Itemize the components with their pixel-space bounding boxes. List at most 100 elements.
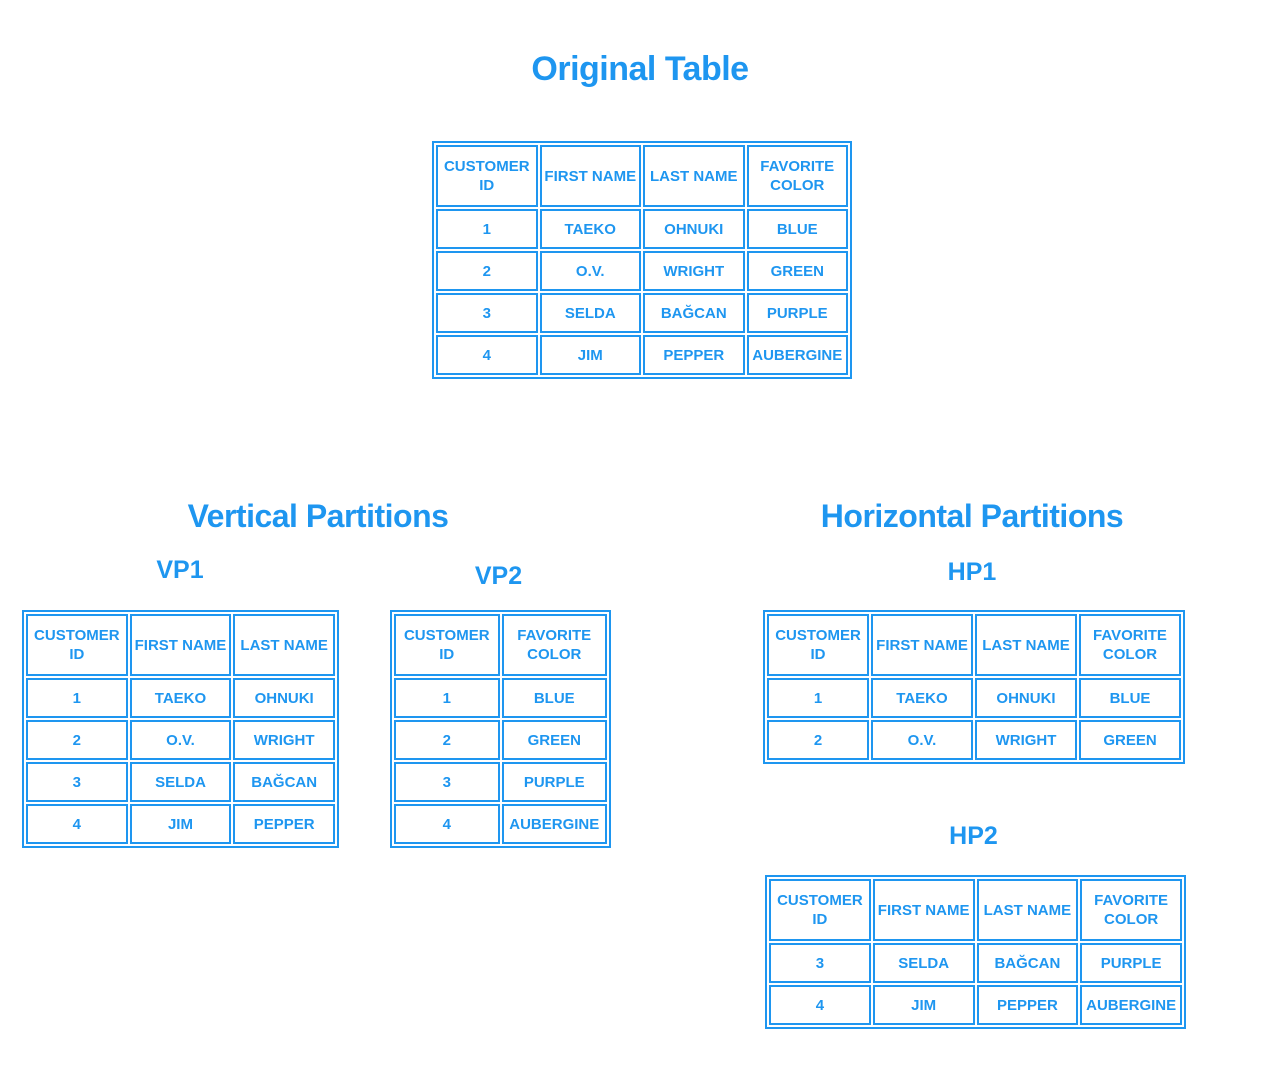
table-row: 1 BLUE (394, 678, 607, 718)
table-cell: PEPPER (976, 985, 1079, 1025)
table-cell: OHNUKI (975, 678, 1077, 718)
header-cell-customer-id: CUSTOMER ID (767, 614, 869, 676)
table-cell: GREEN (746, 251, 848, 291)
table-cell: 3 (26, 762, 128, 802)
hp1-label: HP1 (947, 558, 997, 586)
table-header-row: CUSTOMER ID FIRST NAME LAST NAME FAVORIT… (769, 879, 1182, 941)
table-cell: PURPLE (1080, 943, 1182, 983)
header-cell-customer-id: CUSTOMER ID (436, 145, 538, 207)
table-row: 2 O.V. WRIGHT GREEN (436, 251, 848, 291)
table-cell: O.V. (539, 251, 641, 291)
table-header-row: CUSTOMER ID FIRST NAME LAST NAME FAVORIT… (767, 614, 1181, 676)
table-row: 2 O.V. WRIGHT GREEN (767, 720, 1181, 760)
table-cell: PURPLE (501, 762, 607, 802)
table-cell: BAĞCAN (643, 293, 745, 333)
header-cell-customer-id: CUSTOMER ID (769, 879, 871, 941)
table-row: 4 JIM PEPPER (26, 804, 335, 844)
table-cell: 4 (26, 804, 128, 844)
header-cell-favorite-color: FAVORITE COLOR (1080, 879, 1182, 941)
table-cell: BLUE (501, 678, 607, 718)
header-cell-first-name: FIRST NAME (871, 614, 973, 676)
table-cell: PEPPER (643, 335, 745, 375)
table-cell: BLUE (746, 209, 848, 249)
table-cell: 1 (767, 678, 869, 718)
table-cell: JIM (129, 804, 232, 844)
table-cell: GREEN (501, 720, 607, 760)
table-cell: WRIGHT (975, 720, 1077, 760)
table-cell: BLUE (1079, 678, 1181, 718)
table-cell: SELDA (872, 943, 975, 983)
header-cell-last-name: LAST NAME (643, 145, 745, 207)
table-cell: 1 (394, 678, 500, 718)
table-cell: O.V. (129, 720, 232, 760)
header-cell-favorite-color: FAVORITE COLOR (501, 614, 607, 676)
header-cell-last-name: LAST NAME (976, 879, 1079, 941)
header-cell-customer-id: CUSTOMER ID (26, 614, 128, 676)
table-cell: 1 (26, 678, 128, 718)
vp1-label: VP1 (156, 556, 204, 584)
table-cell: SELDA (129, 762, 232, 802)
table-cell: OHNUKI (643, 209, 745, 249)
table-cell: PURPLE (746, 293, 848, 333)
vp2-table: CUSTOMER ID FAVORITE COLOR 1 BLUE 2 GREE… (390, 610, 611, 848)
table-cell: JIM (872, 985, 975, 1025)
original-table-title: Original Table (531, 50, 749, 88)
horizontal-partitions-title: Horizontal Partitions (820, 498, 1124, 534)
table-row: 3 PURPLE (394, 762, 607, 802)
table-row: 2 GREEN (394, 720, 607, 760)
header-cell-customer-id: CUSTOMER ID (394, 614, 500, 676)
table-row: 4 JIM PEPPER AUBERGINE (436, 335, 848, 375)
table-cell: 3 (436, 293, 538, 333)
header-cell-last-name: LAST NAME (233, 614, 335, 676)
table-cell: 2 (394, 720, 500, 760)
table-cell: 2 (26, 720, 128, 760)
table-row: 1 TAEKO OHNUKI (26, 678, 335, 718)
table-header-row: CUSTOMER ID FAVORITE COLOR (394, 614, 607, 676)
table-row: 3 SELDA BAĞCAN (26, 762, 335, 802)
table-cell: TAEKO (129, 678, 232, 718)
table-cell: AUBERGINE (746, 335, 848, 375)
table-cell: 2 (767, 720, 869, 760)
header-cell-last-name: LAST NAME (975, 614, 1077, 676)
header-cell-favorite-color: FAVORITE COLOR (746, 145, 848, 207)
table-cell: WRIGHT (643, 251, 745, 291)
table-cell: SELDA (539, 293, 641, 333)
table-cell: 1 (436, 209, 538, 249)
table-header-row: CUSTOMER ID FIRST NAME LAST NAME FAVORIT… (436, 145, 848, 207)
table-cell: TAEKO (871, 678, 973, 718)
hp2-label: HP2 (949, 822, 998, 850)
table-row: 4 AUBERGINE (394, 804, 607, 844)
table-row: 1 TAEKO OHNUKI BLUE (436, 209, 848, 249)
table-cell: BAĞCAN (233, 762, 335, 802)
table-cell: 2 (436, 251, 538, 291)
table-cell: OHNUKI (233, 678, 335, 718)
table-cell: 3 (769, 943, 871, 983)
vertical-partitions-title: Vertical Partitions (187, 498, 449, 534)
table-cell: 4 (769, 985, 871, 1025)
table-cell: PEPPER (233, 804, 335, 844)
table-row: 3 SELDA BAĞCAN PURPLE (436, 293, 848, 333)
vp1-table: CUSTOMER ID FIRST NAME LAST NAME 1 TAEKO… (22, 610, 339, 848)
table-cell: JIM (539, 335, 641, 375)
table-cell: 4 (436, 335, 538, 375)
table-row: 2 O.V. WRIGHT (26, 720, 335, 760)
table-row: 4 JIM PEPPER AUBERGINE (769, 985, 1182, 1025)
hp2-table: CUSTOMER ID FIRST NAME LAST NAME FAVORIT… (765, 875, 1186, 1029)
table-cell: BAĞCAN (976, 943, 1079, 983)
table-cell: O.V. (871, 720, 973, 760)
header-cell-favorite-color: FAVORITE COLOR (1079, 614, 1181, 676)
table-cell: GREEN (1079, 720, 1181, 760)
table-row: 3 SELDA BAĞCAN PURPLE (769, 943, 1182, 983)
vp2-label: VP2 (474, 562, 523, 590)
original-table: CUSTOMER ID FIRST NAME LAST NAME FAVORIT… (432, 141, 852, 379)
table-cell: 3 (394, 762, 500, 802)
table-cell: TAEKO (539, 209, 641, 249)
header-cell-first-name: FIRST NAME (129, 614, 232, 676)
table-cell: WRIGHT (233, 720, 335, 760)
header-cell-first-name: FIRST NAME (872, 879, 975, 941)
table-cell: AUBERGINE (1080, 985, 1182, 1025)
table-header-row: CUSTOMER ID FIRST NAME LAST NAME (26, 614, 335, 676)
table-cell: AUBERGINE (501, 804, 607, 844)
hp1-table: CUSTOMER ID FIRST NAME LAST NAME FAVORIT… (763, 610, 1185, 764)
